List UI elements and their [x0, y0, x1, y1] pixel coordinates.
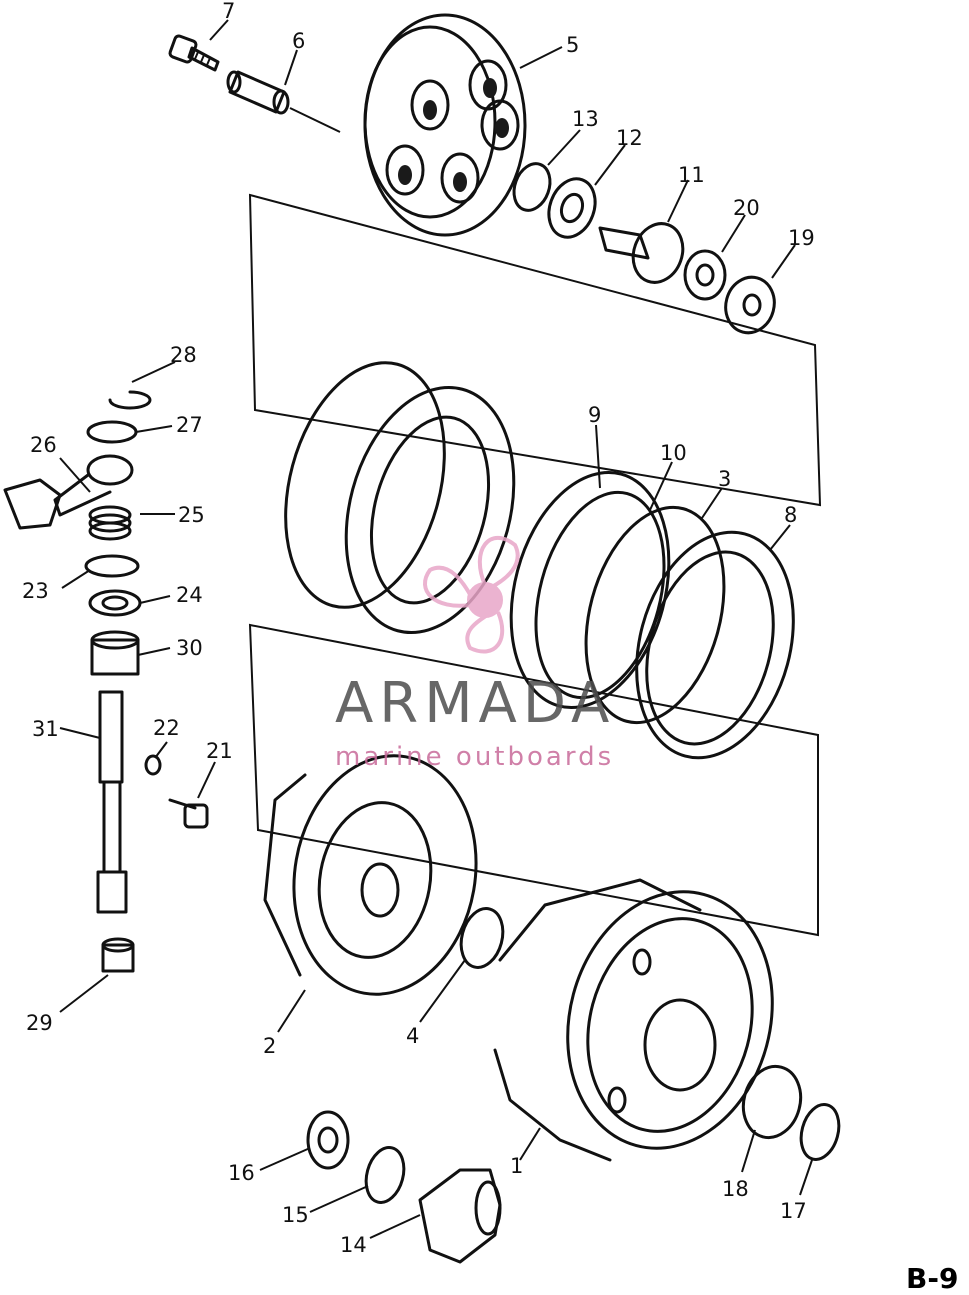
page-id: B-9 [906, 1262, 958, 1295]
collar-6 [226, 70, 290, 115]
propeller-logo-icon [423, 535, 520, 654]
assembly-box-upper [248, 193, 822, 507]
bearing-29 [101, 937, 135, 973]
washer-18 [741, 1064, 803, 1140]
washer-13 [512, 162, 552, 212]
pressure-plate [363, 13, 527, 237]
callout-1: 1 [510, 1154, 523, 1178]
callout-17: 17 [780, 1199, 807, 1223]
callout-28: 28 [170, 343, 197, 367]
bearing-12 [547, 177, 597, 239]
callout-21: 21 [206, 739, 233, 763]
callout-10: 10 [660, 441, 687, 465]
watermark-tagline: marine outboards [335, 742, 614, 772]
lock-washer-19 [724, 275, 776, 335]
spacer-16 [306, 1110, 350, 1170]
callout-12: 12 [616, 126, 643, 150]
ratchet-26 [3, 454, 134, 530]
callout-15: 15 [282, 1203, 309, 1227]
callout-29: 29 [26, 1011, 53, 1035]
friction-plate-8 [635, 530, 795, 760]
clutch-housing-2 [263, 754, 478, 996]
callout-13: 13 [572, 107, 599, 131]
callout-24: 24 [176, 583, 203, 607]
callout-14: 14 [340, 1233, 367, 1257]
callout-3: 3 [718, 467, 731, 491]
bolt-21 [168, 798, 209, 829]
friction-plates-set [284, 361, 516, 635]
bearing-24 [88, 589, 142, 617]
thrust-plate-4 [459, 907, 505, 969]
gear-14 [418, 1168, 502, 1264]
assembly-box-lower [248, 623, 819, 937]
callout-25: 25 [178, 503, 205, 527]
callout-31: 31 [32, 717, 59, 741]
callout-2: 2 [263, 1034, 276, 1058]
callout-11: 11 [678, 163, 705, 187]
callout-27: 27 [176, 413, 203, 437]
bearing-30 [90, 630, 140, 676]
push-rod-11 [598, 222, 685, 284]
callout-7: 7 [222, 0, 235, 23]
washer-23 [84, 554, 140, 578]
callout-26: 26 [30, 433, 57, 457]
callout-8: 8 [784, 503, 797, 527]
callout-19: 19 [788, 226, 815, 250]
nut-20 [683, 249, 727, 301]
spring-25 [88, 505, 132, 541]
washer-17 [799, 1103, 841, 1161]
washer-22 [144, 754, 162, 776]
circlip-28 [108, 390, 152, 410]
leader-lines [59, 19, 813, 1239]
callout-18: 18 [722, 1177, 749, 1201]
bolt-7 [168, 34, 220, 72]
callout-16: 16 [228, 1161, 255, 1185]
watermark: ARMADA marine outboards [335, 535, 615, 772]
washer-15 [364, 1146, 406, 1204]
callout-30: 30 [176, 636, 203, 660]
washer-27 [86, 420, 138, 444]
callout-9: 9 [588, 403, 601, 427]
callout-5: 5 [566, 33, 579, 57]
callout-6: 6 [292, 29, 305, 53]
callout-22: 22 [153, 716, 180, 740]
callout-labels: 1 2 3 4 5 6 7 8 9 10 11 12 13 14 15 16 1… [22, 0, 815, 1257]
callout-20: 20 [733, 196, 760, 220]
callout-4: 4 [406, 1024, 419, 1048]
callout-23: 23 [22, 579, 49, 603]
clutch-boss-1 [493, 878, 774, 1162]
watermark-brand: ARMADA [335, 671, 615, 736]
shaft-31 [96, 690, 128, 914]
